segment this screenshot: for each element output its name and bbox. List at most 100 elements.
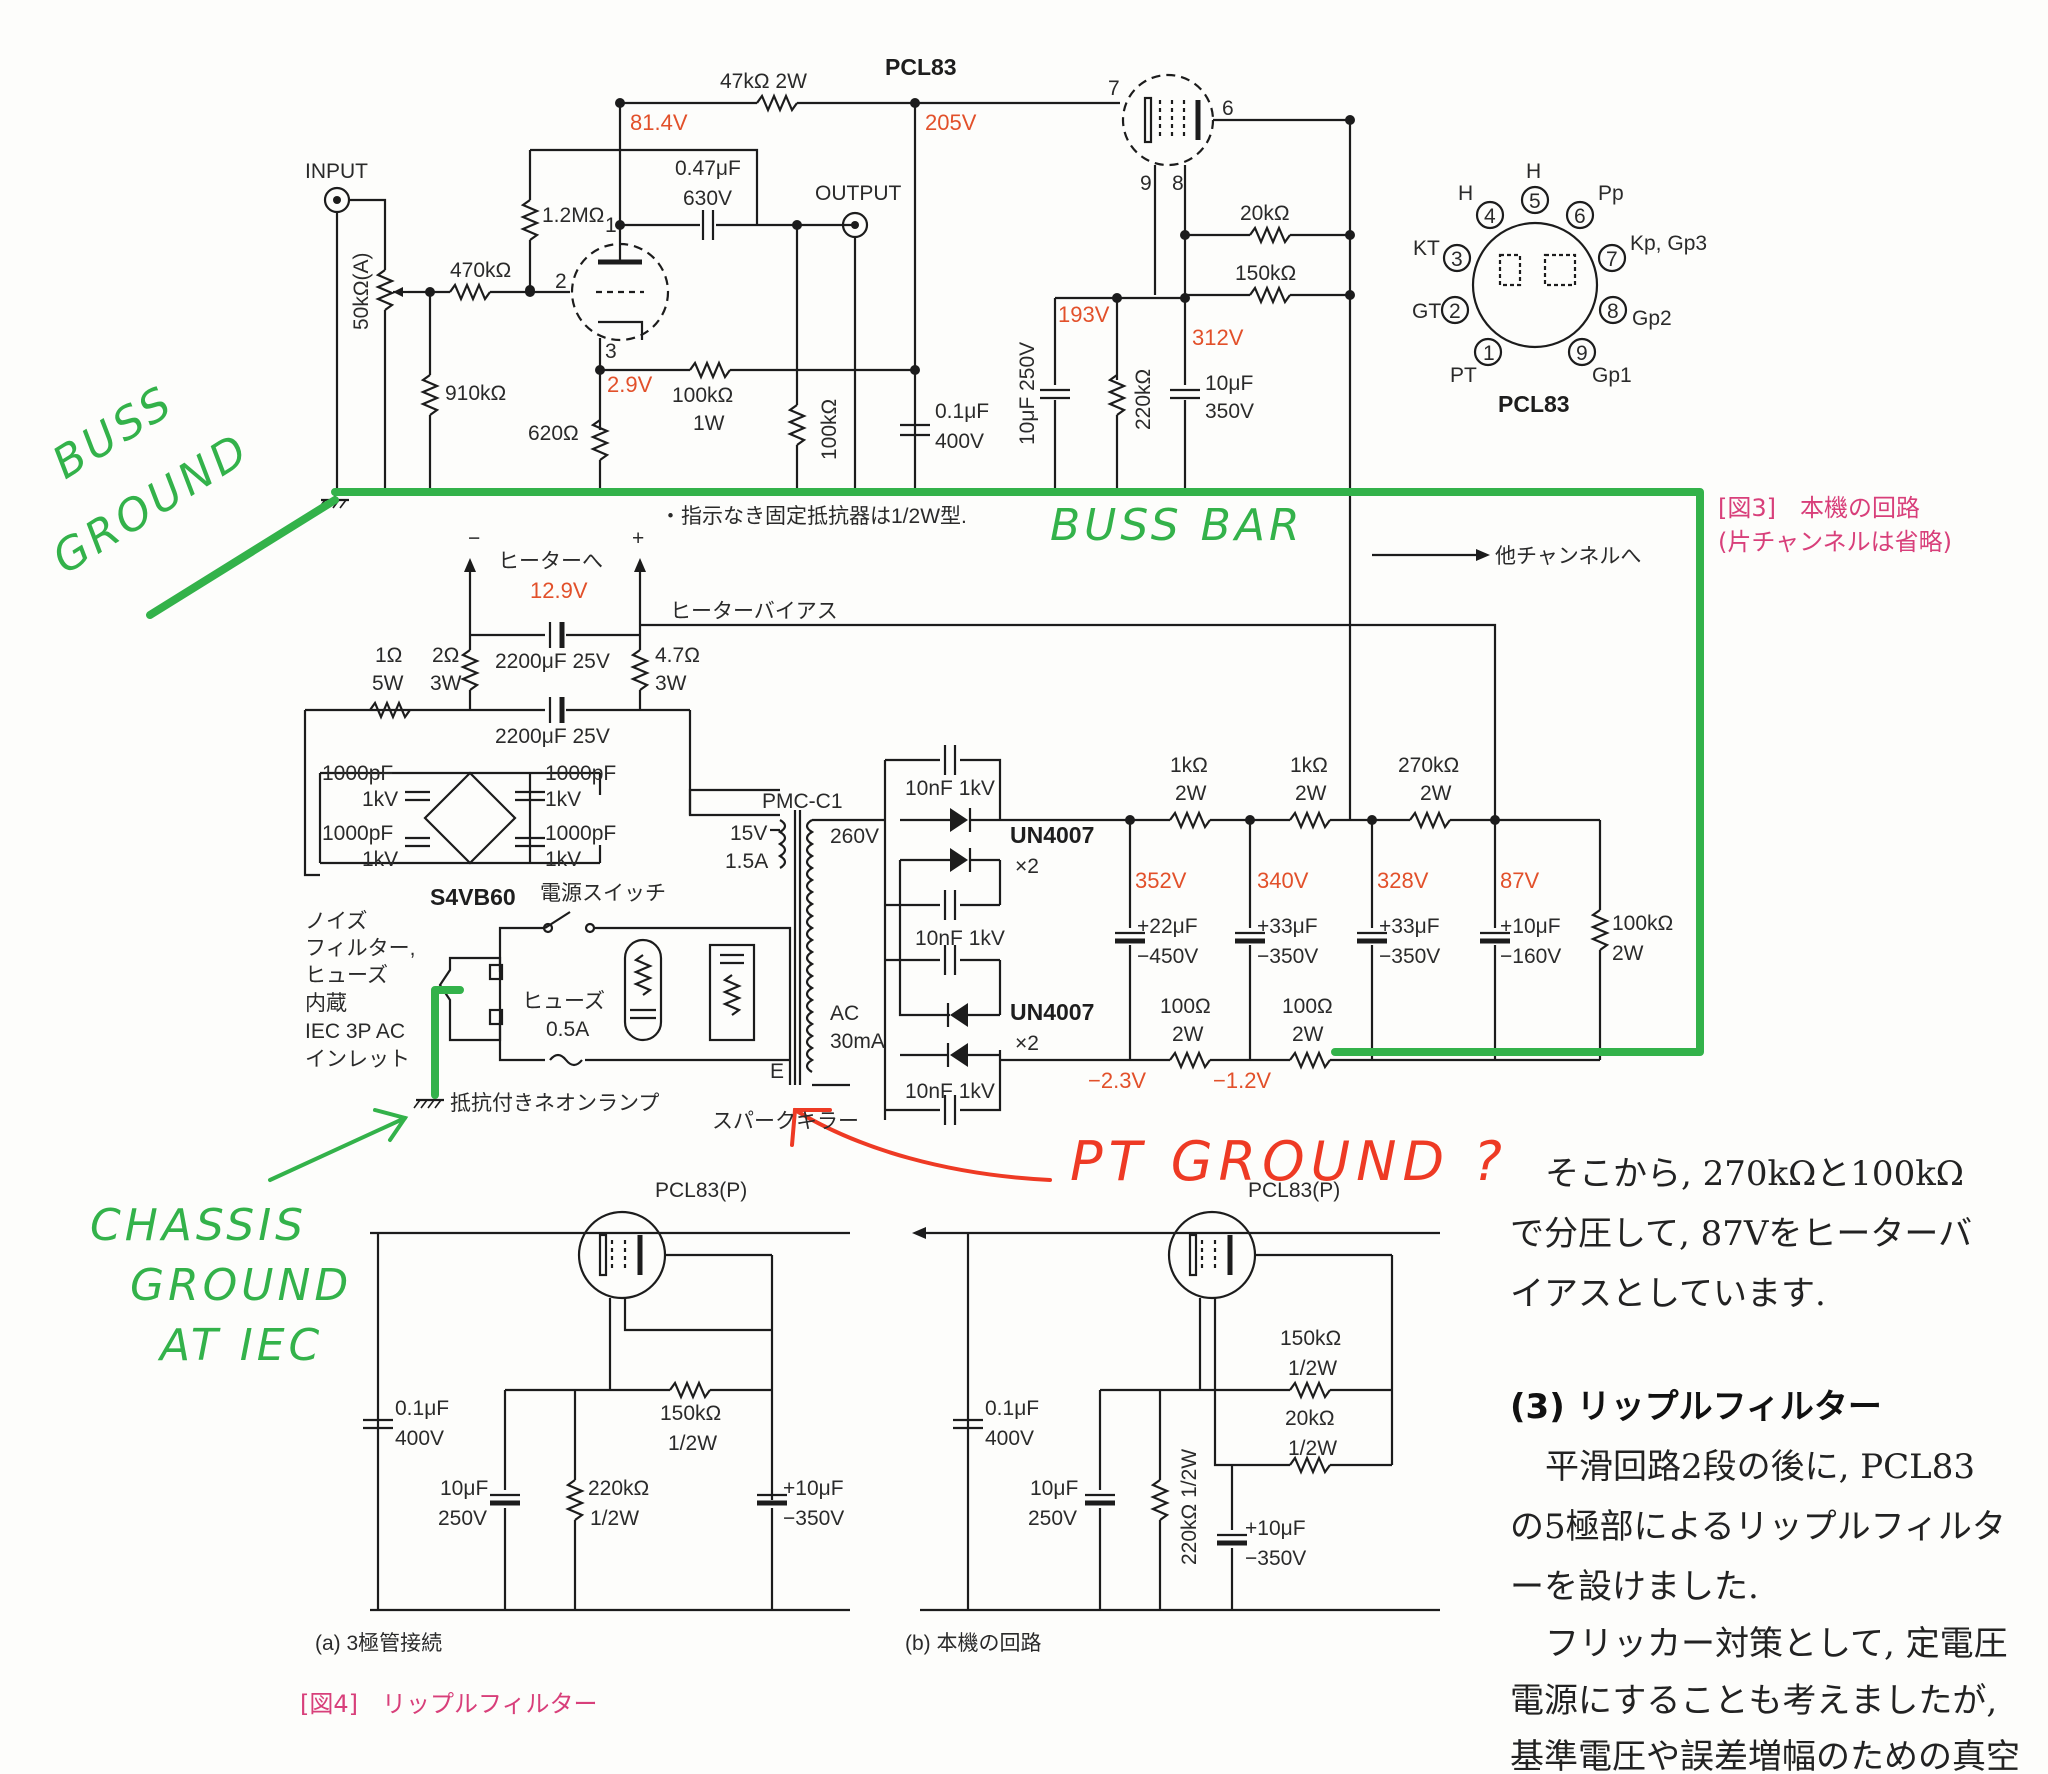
fig4a-r220w: 1/2W bbox=[590, 1507, 639, 1530]
volt-87: 87V bbox=[1500, 868, 1539, 893]
pin-label-h1: H bbox=[1458, 182, 1473, 205]
label-c10-350b: 350V bbox=[1205, 400, 1254, 423]
fig4a-c10: 10μF bbox=[440, 1477, 488, 1500]
label-r12m: 1.2MΩ bbox=[542, 204, 604, 227]
pin-1: 1 bbox=[605, 214, 617, 237]
volt-205: 205V bbox=[925, 110, 977, 135]
fig4a-c10bv: −350V bbox=[783, 1507, 844, 1530]
fig4b-r20w: 1/2W bbox=[1288, 1437, 1337, 1460]
label-r270-1: 270kΩ bbox=[1398, 754, 1459, 777]
pin-num-3: 3 bbox=[1451, 248, 1463, 271]
hand-chassis-1: CHASSIS bbox=[90, 1200, 307, 1251]
volt-m1-2: −1.2V bbox=[1213, 1068, 1271, 1093]
label-r470k: 470kΩ bbox=[450, 259, 511, 282]
label-sec260: 260V bbox=[830, 825, 879, 848]
label-un2x: ×2 bbox=[1015, 1032, 1039, 1055]
label-r2-b: 3W bbox=[430, 672, 462, 695]
label-r220k: 220kΩ bbox=[1132, 369, 1155, 430]
label-c1000-2b: 1kV bbox=[362, 848, 398, 871]
label-r47-b: 3W bbox=[655, 672, 687, 695]
label-r100a-1: 100Ω bbox=[1160, 995, 1211, 1018]
label-other-channel: 他チャンネルへ bbox=[1495, 545, 1641, 568]
label-output: OUTPUT bbox=[815, 182, 902, 205]
pin-8: 8 bbox=[1172, 172, 1184, 195]
label-c01v: 400V bbox=[935, 430, 984, 453]
label-c1000-4b: 1kV bbox=[545, 848, 581, 871]
electrolytic-caps bbox=[1115, 931, 1510, 944]
label-r910k: 910kΩ bbox=[445, 382, 506, 405]
pcl83-pinout bbox=[1440, 185, 1628, 367]
label-sec15: 15V bbox=[730, 822, 767, 845]
label-c10-350a: 10μF bbox=[1205, 372, 1253, 395]
label-c1000-1a: 1000pF bbox=[322, 762, 393, 785]
fig3-caption-2: (片チャンネルは省略) bbox=[1718, 528, 1952, 556]
pin-label-pt: PT bbox=[1450, 364, 1477, 387]
fig4a-r150: 150kΩ bbox=[660, 1402, 721, 1425]
label-noise-1: ノイズ bbox=[305, 910, 367, 933]
label-c1000-3b: 1kV bbox=[545, 788, 581, 811]
label-c2200b: 2200μF 25V bbox=[495, 725, 610, 748]
pin-num-1: 1 bbox=[1483, 342, 1495, 365]
body-line-9: 基準電圧や誤差増幅のための真空 bbox=[1510, 1737, 2020, 1774]
volt-81-4: 81.4V bbox=[630, 110, 688, 135]
body-line-1: そこから, 270kΩと100kΩ bbox=[1545, 1154, 1964, 1194]
label-noise-4: 内蔵 bbox=[305, 992, 347, 1015]
body-heading: (3) リップルフィルター bbox=[1510, 1387, 1882, 1427]
fig3-power-supply bbox=[303, 490, 1609, 1125]
body-line-3: イアスとしています. bbox=[1510, 1274, 1826, 1314]
label-spark: スパークキラー bbox=[712, 1110, 859, 1133]
label-ac: AC bbox=[830, 1002, 859, 1025]
fig4a-c10v: 250V bbox=[438, 1507, 487, 1530]
pin-label-kt: KT bbox=[1413, 237, 1440, 260]
label-r2-a: 2Ω bbox=[432, 644, 459, 667]
volt-328: 328V bbox=[1377, 868, 1429, 893]
volt-12-9: 12.9V bbox=[530, 578, 588, 603]
fig4a-r220: 220kΩ bbox=[588, 1477, 649, 1500]
label-r1k-a2: 2W bbox=[1175, 782, 1207, 805]
heater-minus: − bbox=[468, 527, 480, 550]
fig4a-r150w: 1/2W bbox=[668, 1432, 717, 1455]
hand-chassis-3: AT IEC bbox=[157, 1320, 323, 1371]
pin-label-h2: H bbox=[1526, 160, 1541, 183]
label-c33bv: −350V bbox=[1379, 945, 1440, 968]
pt-ground-arrow bbox=[790, 1108, 1052, 1182]
label-input: INPUT bbox=[305, 160, 368, 183]
volt-340: 340V bbox=[1257, 868, 1309, 893]
fig4b-c01: 0.1μF bbox=[985, 1397, 1039, 1420]
label-heater-bias: ヒーターバイアス bbox=[670, 600, 838, 623]
label-c22v: −450V bbox=[1137, 945, 1198, 968]
label-r100k1w-a: 100kΩ bbox=[672, 384, 733, 407]
fig4a-c01: 0.1μF bbox=[395, 1397, 449, 1420]
heater-plus: + bbox=[632, 527, 644, 550]
label-r47-a: 4.7Ω bbox=[655, 644, 700, 667]
label-r1-b: 5W bbox=[372, 672, 404, 695]
pin-7: 7 bbox=[1108, 77, 1120, 100]
body-line-7: フリッカー対策として, 定電圧 bbox=[1545, 1624, 2008, 1664]
label-r100k2-1: 100kΩ bbox=[1612, 912, 1673, 935]
fig4b-r20: 20kΩ bbox=[1285, 1407, 1335, 1430]
label-r100b-1: 100Ω bbox=[1282, 995, 1333, 1018]
label-noise-3: ヒューズ bbox=[305, 964, 388, 987]
hand-pt-ground: PT GROUND ? bbox=[1070, 1130, 1508, 1193]
fig4b-c10bv: −350V bbox=[1245, 1547, 1306, 1570]
pin-num-4: 4 bbox=[1484, 205, 1496, 228]
pin-num-7: 7 bbox=[1606, 248, 1618, 271]
fig4a-c01v: 400V bbox=[395, 1427, 444, 1450]
pin-label-gt: GT bbox=[1412, 300, 1441, 323]
label-un1: UN4007 bbox=[1010, 822, 1094, 848]
label-c2200a: 2200μF 25V bbox=[495, 650, 610, 673]
label-r1k-a1: 1kΩ bbox=[1170, 754, 1208, 777]
fig4b-caption: (b) 本機の回路 bbox=[905, 1632, 1042, 1655]
fig4b-r220: 220kΩ 1/2W bbox=[1178, 1449, 1201, 1565]
label-r270-2: 2W bbox=[1420, 782, 1452, 805]
label-r1k-b2: 2W bbox=[1295, 782, 1327, 805]
body-line-8: 電源にすることも考えましたが, bbox=[1510, 1681, 1997, 1721]
label-ac30: 30mA bbox=[830, 1030, 885, 1053]
note-resistors: ・指示なき固定抵抗器は1/2W型. bbox=[660, 505, 967, 528]
pin-num-5: 5 bbox=[1529, 190, 1541, 213]
label-r47k: 47kΩ 2W bbox=[720, 70, 807, 93]
label-c1000-2a: 1000pF bbox=[322, 822, 393, 845]
label-c10b: +10μF bbox=[1500, 915, 1561, 938]
fig4a-c10b: +10μF bbox=[783, 1477, 844, 1500]
